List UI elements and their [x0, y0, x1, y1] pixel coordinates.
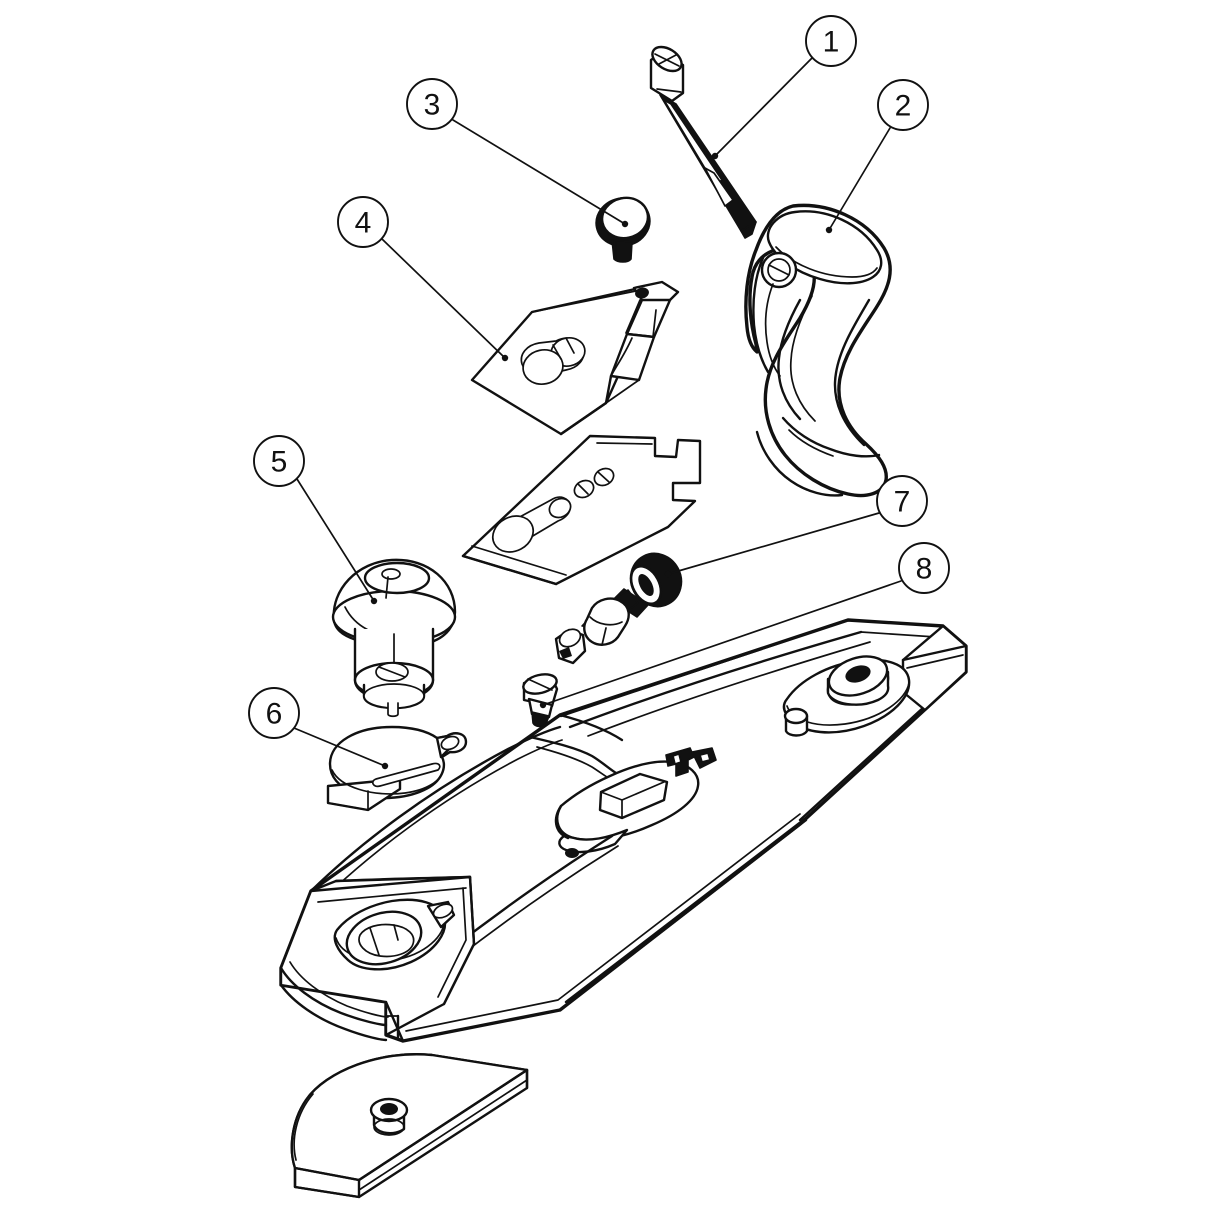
part-plane-body-casting [279, 618, 968, 1043]
anchor-dot-6 [381, 762, 389, 770]
leader-line-1 [714, 57, 813, 157]
anchor-dot-2 [825, 226, 833, 234]
part-lever-cap-screw [649, 45, 757, 239]
leader-line-6 [293, 727, 386, 767]
anchor-dot-8 [539, 701, 547, 709]
part-cutting-iron-blade [461, 434, 702, 586]
leader-line-7 [667, 512, 880, 575]
leader-line-4 [381, 238, 506, 359]
callout-circle-7 [876, 475, 928, 527]
part-lever-cap-plate [470, 280, 680, 436]
callout-circle-4 [337, 196, 389, 248]
part-cap-iron-chipbreaker [326, 725, 468, 812]
callout-circle-2 [877, 79, 929, 131]
part-depth-adjustment-assembly [554, 552, 683, 665]
callout-label-5: 5 [271, 446, 288, 479]
leader-line-3 [452, 119, 626, 225]
callout-bubble-6[interactable]: 6 [248, 687, 300, 739]
callout-bubble-4[interactable]: 4 [337, 196, 389, 248]
callout-label-7: 7 [894, 486, 911, 519]
anchor-dot-5 [370, 597, 378, 605]
leader-line-2 [828, 127, 891, 231]
part-rear-handle-tote [744, 203, 892, 498]
callout-bubble-2[interactable]: 2 [877, 79, 929, 131]
leader-line-8 [542, 580, 902, 706]
anchor-dot-3 [621, 220, 629, 228]
callout-bubbles-group: 1 2 3 4 5 6 7 [248, 15, 950, 739]
callout-circle-8 [898, 542, 950, 594]
callout-circle-3 [406, 78, 458, 130]
callout-bubble-8[interactable]: 8 [898, 542, 950, 594]
callout-label-2: 2 [895, 90, 912, 123]
anchor-dot-1 [711, 152, 719, 160]
callout-label-6: 6 [266, 698, 283, 731]
leader-line-5 [296, 478, 375, 602]
part-front-knob [331, 558, 457, 718]
callout-circle-5 [253, 435, 305, 487]
callout-bubble-7[interactable]: 7 [876, 475, 928, 527]
callout-label-3: 3 [424, 89, 441, 122]
callout-bubble-5[interactable]: 5 [253, 435, 305, 487]
callout-circle-6 [248, 687, 300, 739]
callout-label-8: 8 [916, 553, 933, 586]
anchor-dot-4 [501, 354, 509, 362]
callout-bubble-1[interactable]: 1 [805, 15, 857, 67]
callout-label-1: 1 [823, 26, 840, 59]
callout-circle-1 [805, 15, 857, 67]
anchor-dot-7 [664, 570, 672, 578]
callout-label-4: 4 [355, 207, 372, 240]
leader-lines-group [293, 57, 902, 770]
callout-bubble-3[interactable]: 3 [406, 78, 458, 130]
part-sole-plate [290, 1053, 529, 1199]
